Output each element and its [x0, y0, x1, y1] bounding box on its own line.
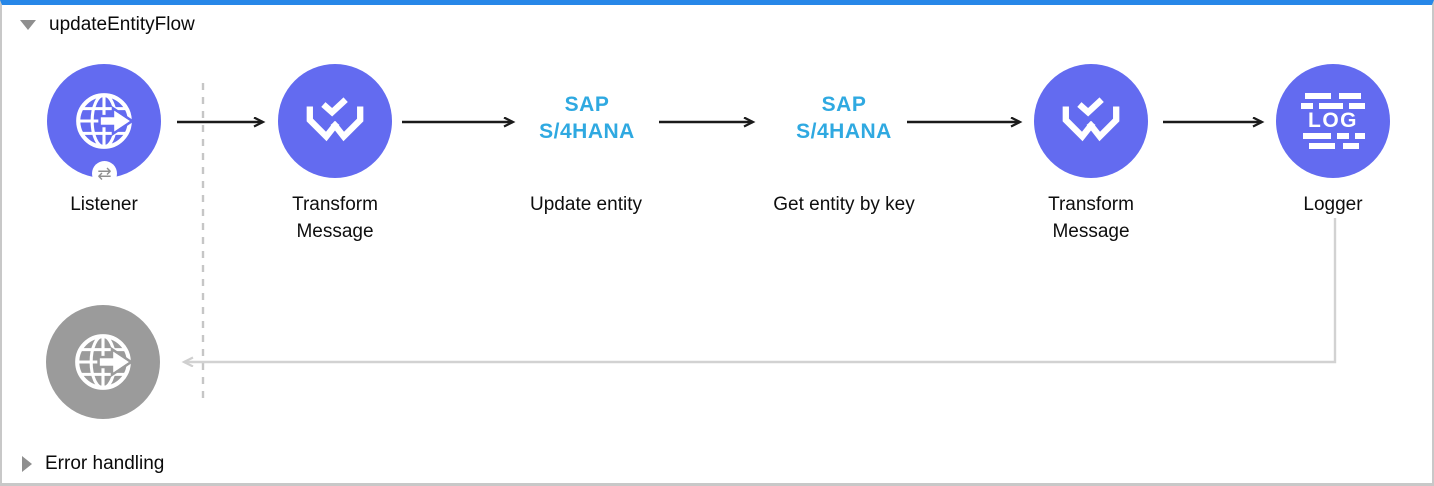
flow-title: updateEntityFlow: [49, 14, 195, 35]
dataweave-icon: [1060, 90, 1122, 152]
sap-brand-line1: SAP: [564, 93, 610, 116]
sap-s4hana-get-entity-node[interactable]: SAP S/4HANA: [734, 91, 954, 145]
collapse-triangle-icon[interactable]: [20, 20, 36, 30]
get-entity-by-key-label: Get entity by key: [773, 194, 915, 215]
response-node-inactive[interactable]: [46, 305, 160, 419]
globe-arrow-icon: [70, 329, 136, 395]
logger-label: Logger: [1303, 194, 1363, 215]
expand-triangle-icon[interactable]: [22, 456, 32, 472]
log-lines-icon: LOG: [1301, 93, 1365, 149]
sync-arrows-icon: ⇄: [97, 164, 112, 183]
error-handling-section: Error handling: [22, 453, 164, 475]
flow-header: updateEntityFlow: [20, 14, 195, 36]
logger-node[interactable]: LOG: [1276, 64, 1390, 178]
dataweave-icon: [304, 90, 366, 152]
transform-message-1-node[interactable]: [278, 64, 392, 178]
error-handling-label: Error handling: [45, 453, 165, 474]
listener-node[interactable]: [47, 64, 161, 178]
logger-icon-text: LOG: [1308, 109, 1358, 132]
globe-arrow-icon: [71, 88, 137, 154]
update-entity-label: Update entity: [530, 194, 642, 215]
sap-brand-line2: S/4HANA: [539, 120, 635, 143]
sap-brand-line2: S/4HANA: [796, 120, 892, 143]
listener-label: Listener: [70, 194, 138, 215]
sap-brand-line1: SAP: [821, 93, 867, 116]
connection-wires: [177, 83, 1337, 400]
transform-message-1-label: Transform Message: [292, 194, 378, 242]
transform-message-2-node[interactable]: [1034, 64, 1148, 178]
sync-arrows-badge[interactable]: ⇄: [92, 161, 117, 186]
transform-message-2-label: Transform Message: [1048, 194, 1134, 242]
sap-s4hana-update-entity-node[interactable]: SAP S/4HANA: [477, 91, 697, 145]
